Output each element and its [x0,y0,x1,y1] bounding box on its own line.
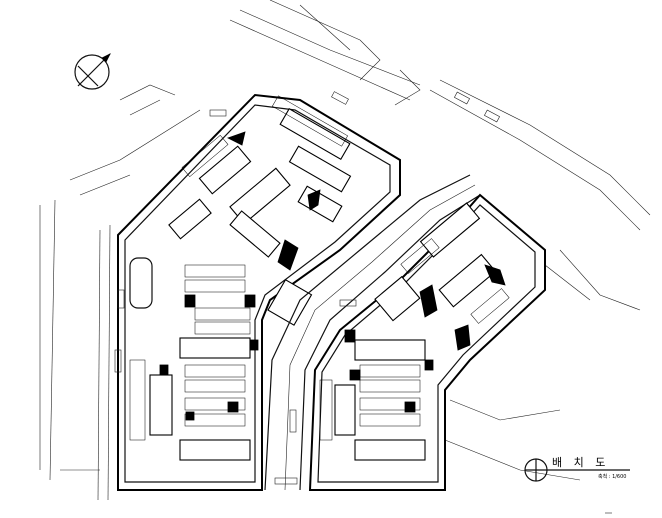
annotation-marks [114,91,500,485]
drawing-title: 배 치 도 [552,456,609,469]
parking-east [319,238,510,441]
east-block [308,193,546,491]
title-block: 배 치 도 축척 : 1/600 [524,456,630,482]
drawing-scale: 축척 : 1/600 [598,473,626,480]
context-roads [39,0,651,501]
west-block [117,93,401,491]
parking-west [129,95,348,441]
north-arrow-icon [74,53,111,90]
main-road [264,174,481,491]
